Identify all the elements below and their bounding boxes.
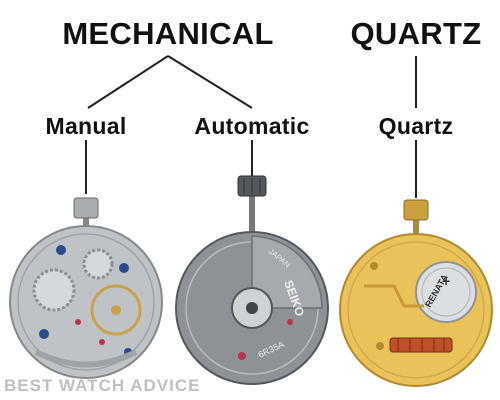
- manual-crown-stem: [83, 212, 89, 236]
- manual-inner-ring: [17, 233, 155, 371]
- quartz-movement: + RENATA: [339, 199, 493, 387]
- quartz-inner-ring: [347, 241, 485, 379]
- quartz-screw: [370, 262, 378, 270]
- watermark-text: BEST WATCH ADVICE: [4, 376, 201, 395]
- quartz-crown: [403, 199, 429, 221]
- quartz-crown-stem: [413, 214, 419, 240]
- quartz-battery-sign: +: [442, 273, 450, 289]
- automatic-jewel: [238, 352, 246, 360]
- manual-label: Manual: [45, 113, 127, 139]
- automatic-rotor-center: [246, 302, 258, 314]
- mechanical-heading: MECHANICAL: [62, 16, 274, 51]
- quartz-label: Quartz: [378, 113, 454, 139]
- manual-bridge: [34, 349, 138, 368]
- quartz-battery-rim: [421, 267, 471, 317]
- automatic-rotor: [251, 235, 323, 309]
- manual-balance-wheel: [90, 284, 142, 336]
- connector-mechanical-to-manual: [87, 55, 169, 109]
- manual-jewel: [75, 319, 81, 325]
- manual-screw: [39, 329, 49, 339]
- manual-movement: [9, 197, 163, 379]
- automatic-jewel: [287, 319, 293, 325]
- manual-gear-large: [32, 268, 76, 312]
- quartz-heading: QUARTZ: [350, 16, 482, 51]
- automatic-crown-stem: [249, 190, 255, 232]
- quartz-coil: [389, 337, 453, 353]
- automatic-label: Automatic: [194, 113, 310, 139]
- manual-jewel: [99, 339, 105, 345]
- manual-crown: [73, 197, 99, 219]
- manual-screw: [56, 245, 66, 255]
- manual-screw: [119, 263, 129, 273]
- quartz-screw: [376, 342, 384, 350]
- quartz-battery: [415, 261, 477, 323]
- quartz-circuit: [364, 284, 424, 308]
- manual-balance-hub: [111, 305, 121, 315]
- connector-mechanical-to-automatic: [167, 55, 253, 109]
- automatic-movement: SEIKO 6R35A JAPAN: [175, 175, 329, 385]
- manual-gear-small: [82, 248, 114, 280]
